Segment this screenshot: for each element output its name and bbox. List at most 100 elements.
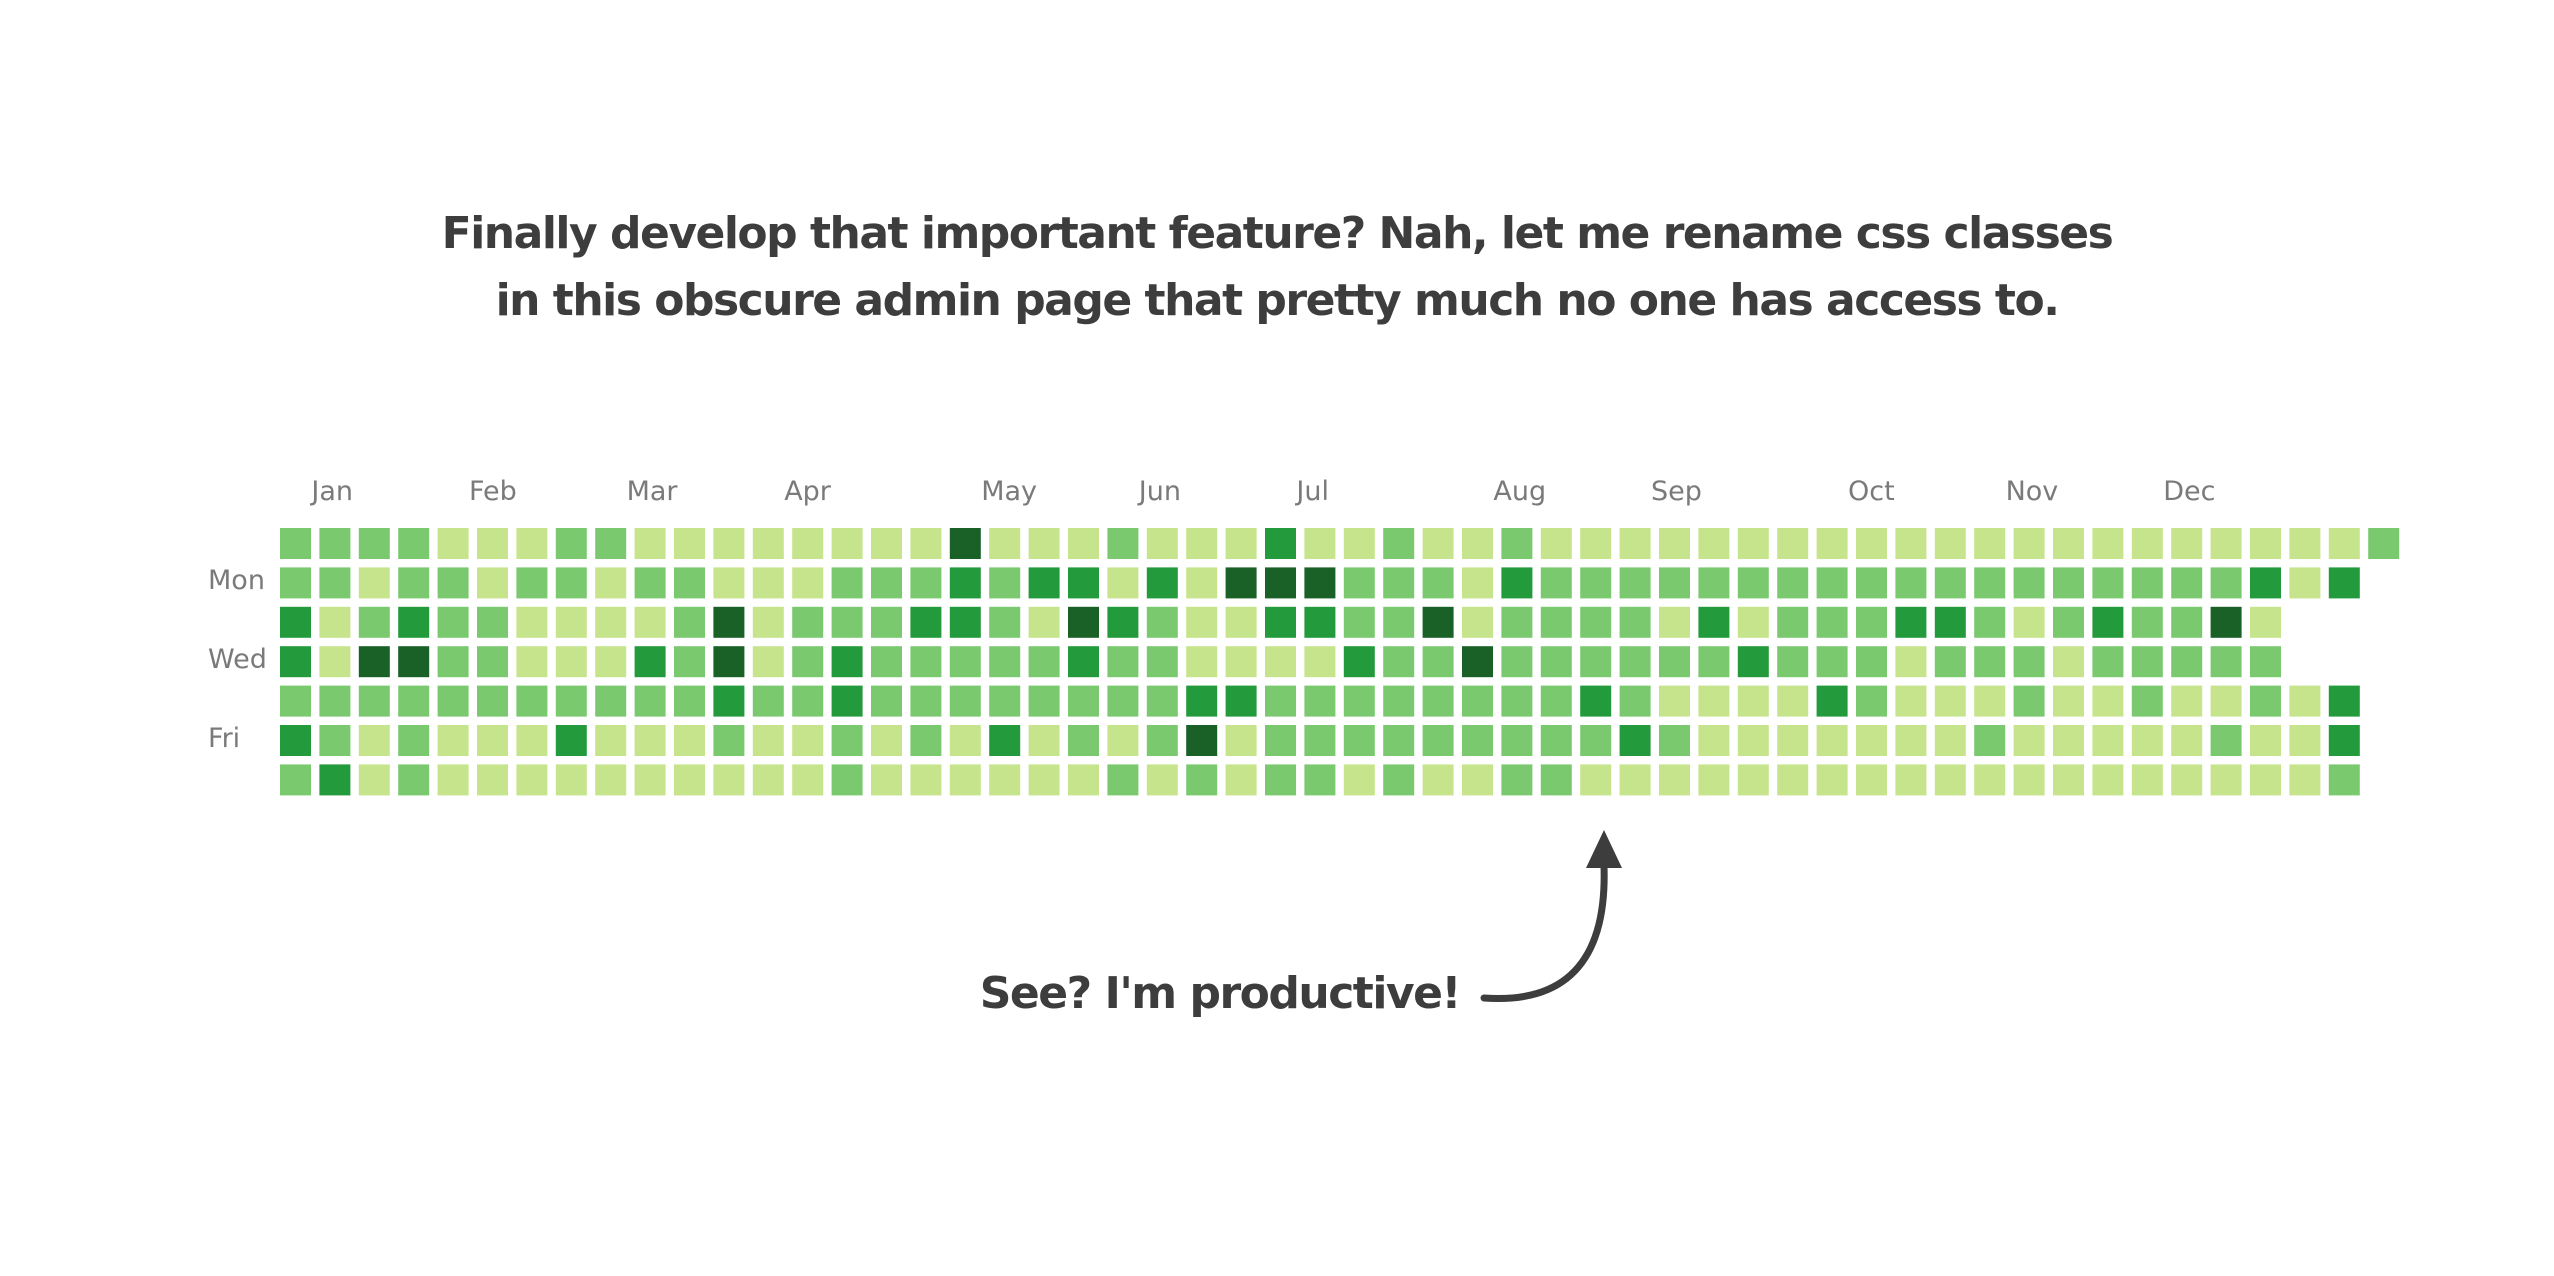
day-cell	[1225, 606, 1257, 638]
day-cell	[1619, 685, 1651, 717]
day-cell	[1698, 764, 1730, 796]
day-cell	[1974, 528, 2006, 559]
day-cell	[949, 567, 981, 599]
day-cell	[1383, 685, 1415, 717]
month-label: Jul	[1296, 476, 1329, 507]
day-cell	[871, 725, 902, 756]
day-cell	[1737, 725, 1769, 756]
day-cell	[1974, 685, 2006, 717]
day-cell	[1698, 685, 1730, 717]
day-cell	[1816, 764, 1848, 796]
day-cell	[1462, 646, 1493, 678]
day-cell	[1383, 606, 1415, 638]
day-cell	[2171, 764, 2203, 796]
day-cell	[1698, 567, 1730, 599]
day-cell	[1816, 725, 1848, 756]
day-cell	[2131, 725, 2163, 756]
day-cell	[358, 685, 390, 717]
day-cell	[1934, 567, 1966, 599]
day-cell	[634, 685, 666, 717]
day-cell	[1304, 646, 1336, 678]
day-cell	[1107, 646, 1139, 678]
day-cell	[2250, 528, 2281, 559]
day-cell	[1501, 646, 1533, 678]
day-cell	[437, 606, 469, 638]
day-cell	[1856, 528, 1887, 559]
day-cell	[280, 567, 311, 599]
day-cell	[713, 528, 745, 559]
day-cell	[358, 764, 390, 796]
day-label: Mon	[208, 565, 265, 597]
day-cell	[752, 685, 784, 717]
day-cell	[1580, 528, 1612, 559]
day-cell	[871, 567, 902, 599]
day-cell	[792, 606, 824, 638]
day-cell	[1186, 646, 1218, 678]
day-cell	[752, 567, 784, 599]
day-cell	[674, 685, 705, 717]
day-cell	[1265, 685, 1296, 717]
day-cell	[1698, 646, 1730, 678]
day-cell	[2171, 685, 2203, 717]
day-cell	[1895, 606, 1927, 638]
day-cell	[2368, 528, 2400, 559]
day-cell	[477, 646, 508, 678]
day-cell	[1265, 606, 1296, 638]
day-cell	[1028, 528, 1060, 559]
day-cell	[1462, 764, 1493, 796]
day-cell	[752, 528, 784, 559]
day-cell	[2013, 646, 2045, 678]
day-cell	[831, 725, 863, 756]
day-cell	[1580, 725, 1612, 756]
day-cell	[1186, 567, 1218, 599]
day-cell	[1737, 646, 1769, 678]
day-cell	[1934, 528, 1966, 559]
day-cell	[1462, 685, 1493, 717]
day-cell	[358, 606, 390, 638]
day-cell	[634, 725, 666, 756]
day-cell	[1974, 606, 2006, 638]
month-label: Oct	[1848, 476, 1895, 507]
day-cell	[1580, 685, 1612, 717]
day-cell	[2092, 606, 2124, 638]
day-cell	[1028, 764, 1060, 796]
day-cell	[280, 606, 311, 638]
day-cell	[1225, 528, 1257, 559]
day-cell	[1540, 685, 1572, 717]
day-cell	[1422, 725, 1454, 756]
day-cell	[1343, 685, 1375, 717]
day-cell	[1462, 528, 1493, 559]
day-cell	[1304, 685, 1336, 717]
day-cell	[1068, 646, 1099, 678]
day-cell	[2092, 764, 2124, 796]
month-label: Dec	[2163, 476, 2216, 507]
day-cell	[713, 725, 745, 756]
day-cell	[1186, 528, 1218, 559]
day-cell	[871, 606, 902, 638]
month-label: Jun	[1138, 476, 1181, 507]
day-cell	[555, 528, 587, 559]
day-cell	[2171, 606, 2203, 638]
day-cell	[831, 764, 863, 796]
day-cell	[674, 606, 705, 638]
day-cell	[1659, 725, 1690, 756]
day-cell	[910, 646, 942, 678]
day-cell	[1186, 764, 1218, 796]
day-cell	[634, 567, 666, 599]
day-cell	[1501, 685, 1533, 717]
day-cell	[910, 725, 942, 756]
month-label: Nov	[2005, 476, 2059, 507]
day-cell	[595, 567, 627, 599]
day-cell	[1895, 685, 1927, 717]
day-cell	[319, 606, 351, 638]
day-cell	[989, 567, 1021, 599]
day-cell	[555, 764, 587, 796]
day-cell	[1225, 725, 1257, 756]
day-cell	[1422, 685, 1454, 717]
day-cell	[831, 528, 863, 559]
day-cell	[1225, 567, 1257, 599]
day-cell	[989, 764, 1021, 796]
day-cell	[1777, 606, 1809, 638]
day-cell	[1304, 606, 1336, 638]
day-cell	[674, 646, 705, 678]
